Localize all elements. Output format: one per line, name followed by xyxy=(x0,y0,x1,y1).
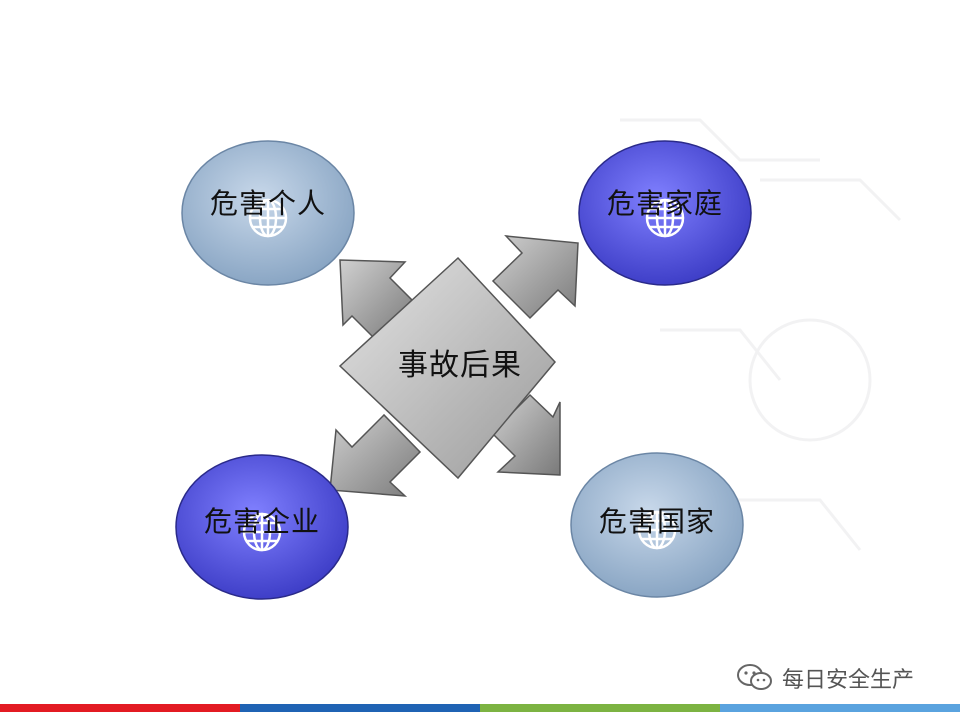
globe-icon xyxy=(248,198,288,238)
node-label: 危害家庭 xyxy=(606,187,723,220)
globe-icon xyxy=(645,198,685,238)
node-label: 危害国家 xyxy=(598,505,715,538)
bar-segment-light-blue xyxy=(720,704,960,712)
arrow-bottom-left xyxy=(329,413,422,497)
bar-segment-red xyxy=(0,704,240,712)
wechat-icon xyxy=(737,664,772,690)
globe-icon xyxy=(637,510,677,550)
node-family: 危害家庭 xyxy=(575,138,755,288)
node-label: 危害个人 xyxy=(209,187,326,220)
center-label: 事故后果 xyxy=(398,348,522,383)
bar-segment-blue xyxy=(240,704,480,712)
bottom-color-bar xyxy=(0,704,960,712)
arrow-top-right xyxy=(491,235,579,320)
center-diamond xyxy=(338,256,557,480)
bar-segment-green xyxy=(480,704,720,712)
arrow-top-left xyxy=(339,259,414,340)
node-personal: 危害个人 xyxy=(178,138,358,288)
node-country: 危害国家 xyxy=(567,450,747,600)
node-label: 危害企业 xyxy=(203,505,320,538)
node-enterprise: 危害企业 xyxy=(172,452,352,602)
globe-icon xyxy=(242,512,282,552)
footer-brand: 每日安全生产 xyxy=(736,660,914,696)
footer-brand-text: 每日安全生产 xyxy=(782,668,915,693)
